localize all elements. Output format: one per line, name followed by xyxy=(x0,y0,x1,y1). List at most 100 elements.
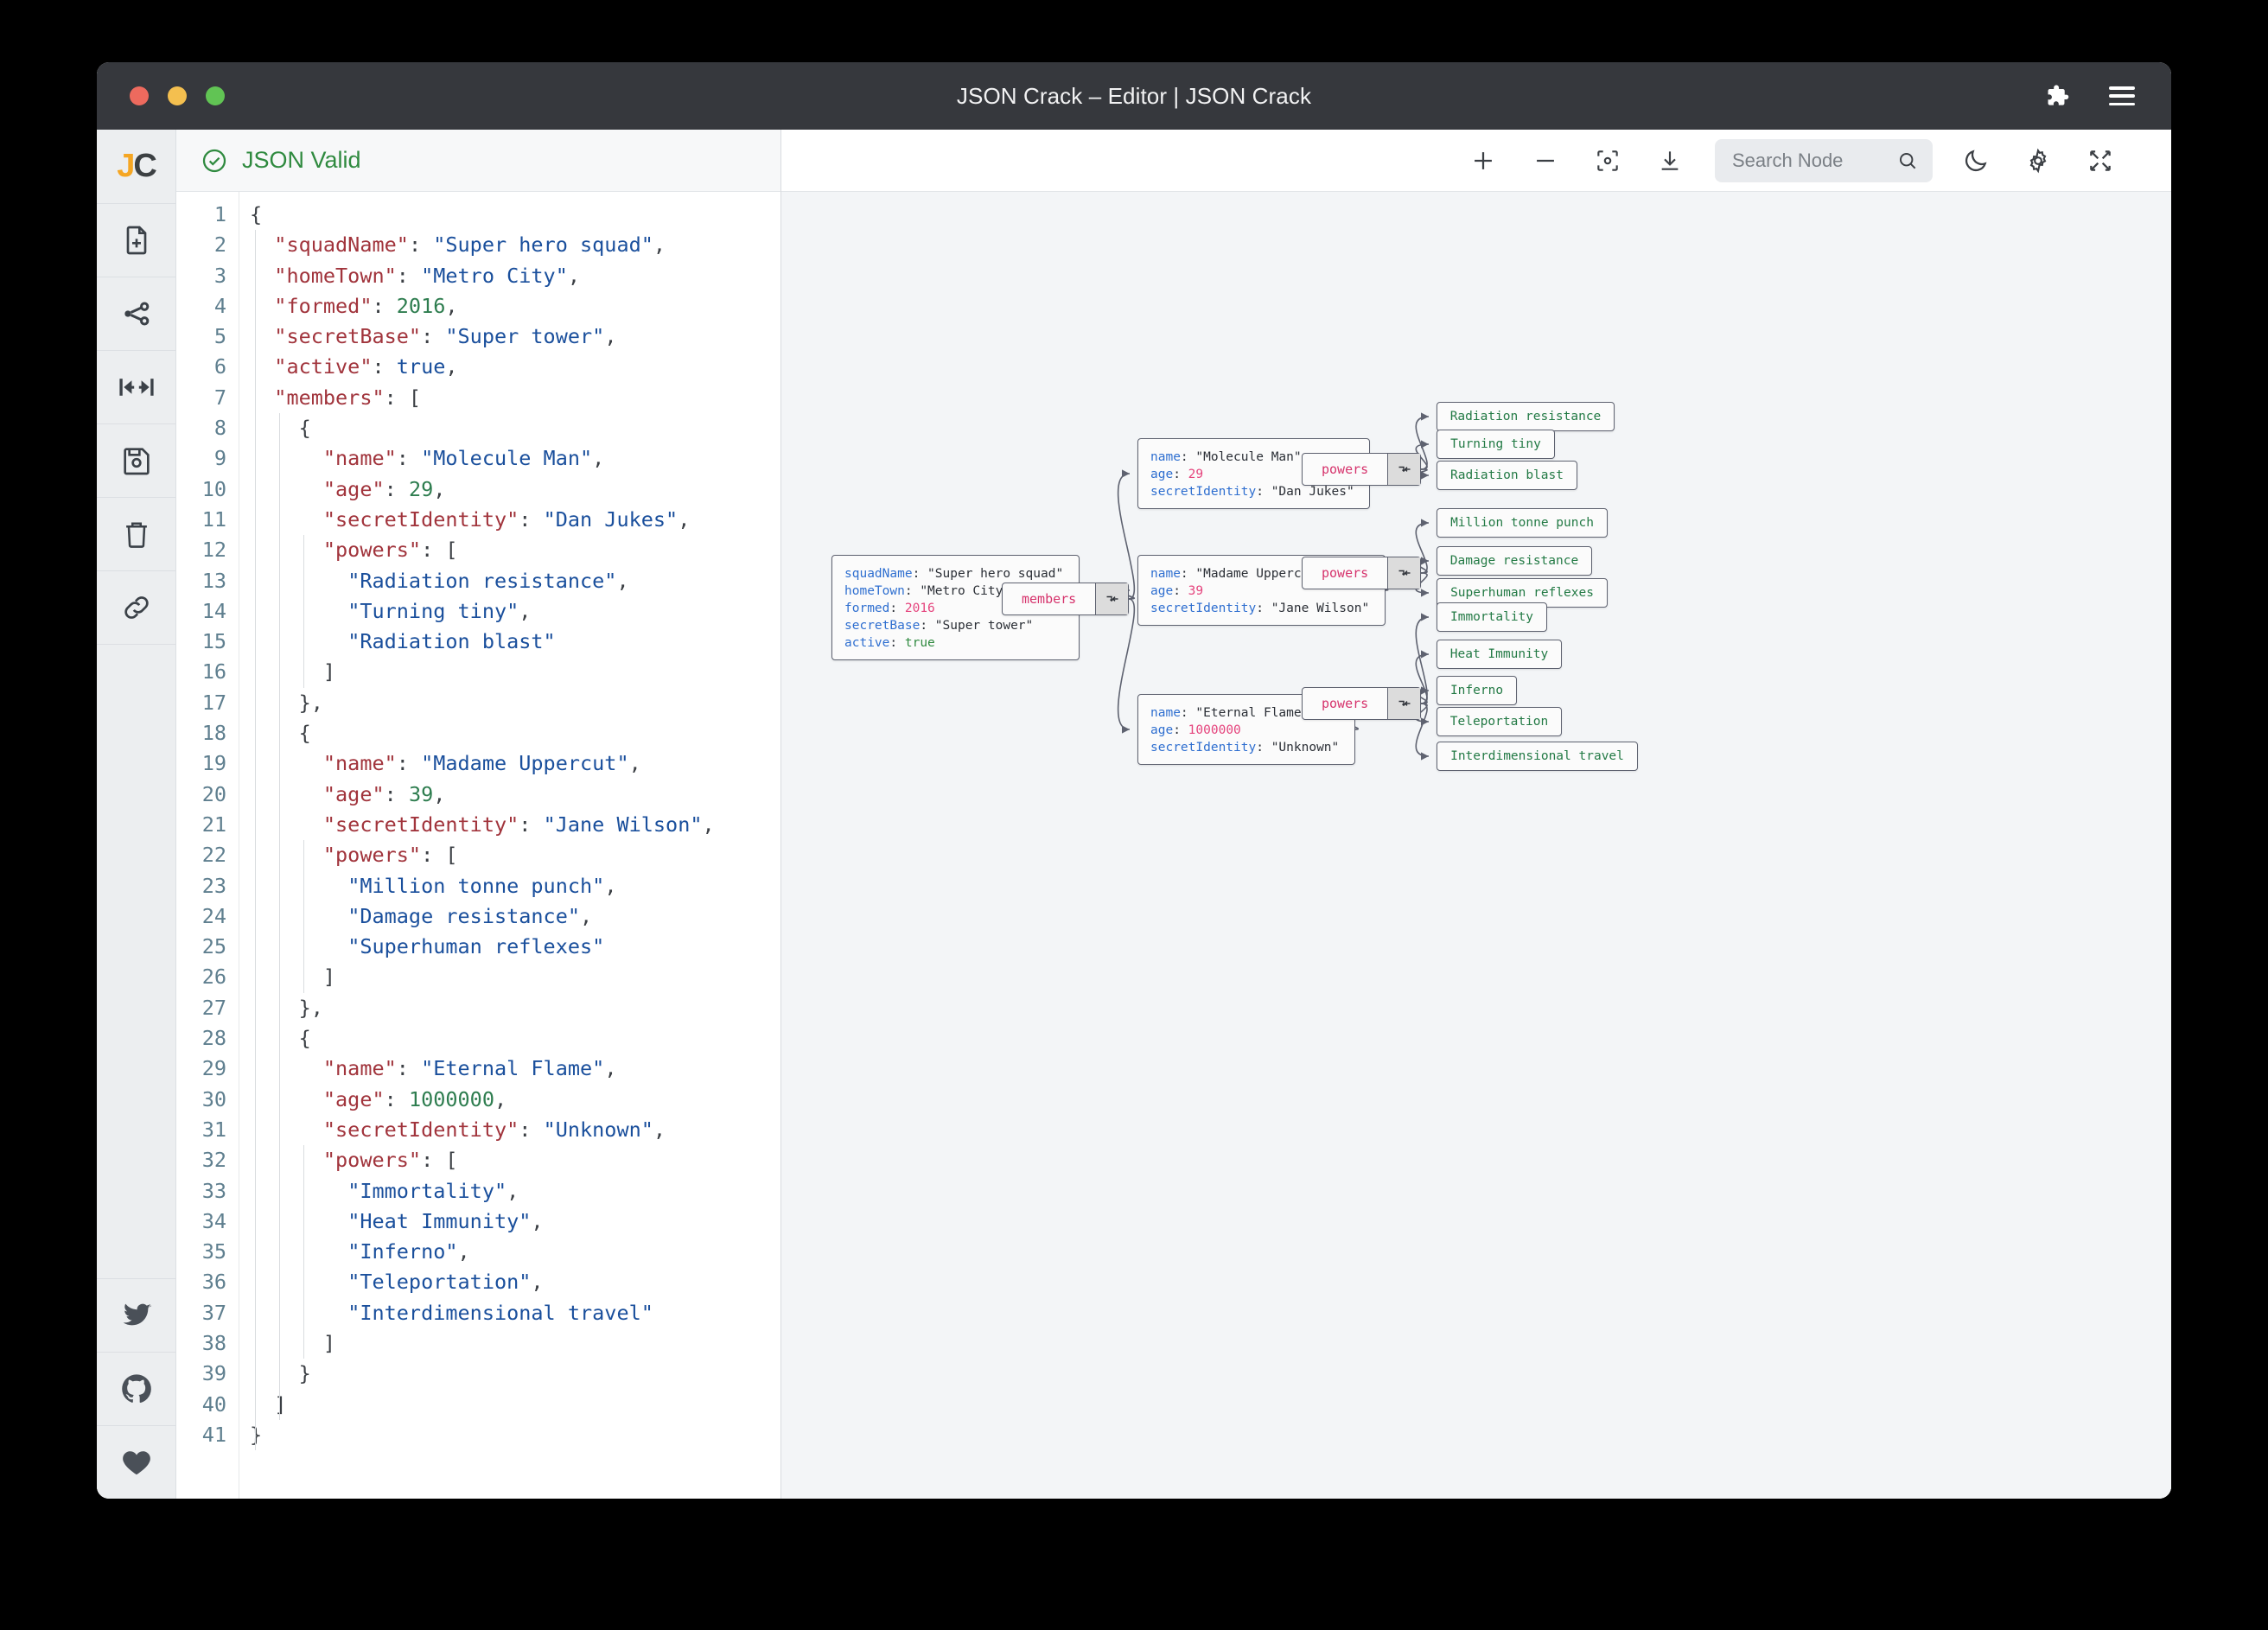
graph-node-power-2-3[interactable]: Teleportation xyxy=(1437,707,1562,736)
code-line[interactable]: "powers": [ xyxy=(250,840,780,870)
node-value: "Molecule Man" xyxy=(1195,450,1302,464)
search-input[interactable] xyxy=(1730,148,1890,173)
code-line[interactable]: "secretIdentity": "Unknown", xyxy=(250,1115,780,1145)
code-line[interactable]: "homeTown": "Metro City", xyxy=(250,261,780,291)
sidebar-item-github[interactable] xyxy=(97,1352,176,1425)
code-line[interactable]: "squadName": "Super hero squad", xyxy=(250,230,780,260)
sidebar-item-sponsor[interactable] xyxy=(97,1425,176,1499)
code-token: "powers" xyxy=(322,843,422,868)
code-line[interactable]: "members": [ xyxy=(250,383,780,413)
code-line[interactable]: { xyxy=(250,413,780,443)
code-line[interactable]: "Turning tiny", xyxy=(250,596,780,627)
sidebar-item-link[interactable] xyxy=(97,571,176,645)
code-line[interactable]: ] xyxy=(250,962,780,992)
code-line[interactable]: "Radiation blast" xyxy=(250,627,780,657)
code-line[interactable]: "Interdimensional travel" xyxy=(250,1298,780,1328)
code-line[interactable]: "age": 29, xyxy=(250,474,780,505)
code-line[interactable]: "secretIdentity": "Jane Wilson", xyxy=(250,810,780,840)
graph-node-members[interactable]: members xyxy=(1002,583,1129,615)
code-content[interactable]: { "squadName": "Super hero squad", "home… xyxy=(239,192,780,1499)
close-button[interactable] xyxy=(130,86,149,105)
code-line[interactable]: "secretIdentity": "Dan Jukes", xyxy=(250,505,780,535)
puzzle-icon[interactable] xyxy=(2042,81,2071,111)
sidebar-item-twitter[interactable] xyxy=(97,1278,176,1352)
graph-node-power-0-0[interactable]: Radiation resistance xyxy=(1437,402,1615,431)
graph-node-power-2-4[interactable]: Interdimensional travel xyxy=(1437,742,1638,771)
code-line[interactable]: "formed": 2016, xyxy=(250,291,780,322)
code-line[interactable]: "Teleportation", xyxy=(250,1267,780,1297)
code-line[interactable]: }, xyxy=(250,688,780,718)
graph-node-power-2-2[interactable]: Inferno xyxy=(1437,676,1517,705)
collapse-arrow-icon[interactable] xyxy=(1387,557,1420,589)
graph-node-power-0-1[interactable]: Turning tiny xyxy=(1437,430,1555,459)
code-token: "name" xyxy=(322,1056,397,1081)
collapse-arrow-icon[interactable] xyxy=(1387,454,1420,485)
fullscreen-button[interactable] xyxy=(2069,139,2131,182)
code-line[interactable]: ] xyxy=(250,657,780,687)
code-line[interactable]: "Heat Immunity", xyxy=(250,1207,780,1237)
indent-guide xyxy=(303,1145,304,1359)
code-line[interactable]: { xyxy=(250,200,780,230)
hamburger-menu-icon[interactable] xyxy=(2107,81,2137,111)
code-line[interactable]: { xyxy=(250,718,780,748)
magnifier-icon[interactable] xyxy=(1896,150,1919,172)
leaf-node-label: Turning tiny xyxy=(1450,437,1541,451)
code-line[interactable]: "age": 1000000, xyxy=(250,1085,780,1115)
sidebar-item-new-file[interactable] xyxy=(97,204,176,277)
code-line[interactable]: "powers": [ xyxy=(250,535,780,565)
sidebar-item-save[interactable] xyxy=(97,424,176,498)
minimize-button[interactable] xyxy=(168,86,187,105)
graph-node-power-1-1[interactable]: Damage resistance xyxy=(1437,546,1592,576)
code-line[interactable]: "name": "Molecule Man", xyxy=(250,443,780,474)
node-key: name xyxy=(1150,567,1181,581)
download-button[interactable] xyxy=(1639,139,1701,182)
code-line[interactable]: "Immortality", xyxy=(250,1176,780,1207)
sidebar-item-delete[interactable] xyxy=(97,498,176,571)
code-line[interactable]: "name": "Eternal Flame", xyxy=(250,1054,780,1084)
graph-node-powers-1[interactable]: powers xyxy=(1302,557,1421,589)
graph-node-powers-2[interactable]: powers xyxy=(1302,687,1421,720)
code-line[interactable]: "age": 39, xyxy=(250,780,780,810)
sidebar-item-share[interactable] xyxy=(97,277,176,351)
code-line[interactable]: "Inferno", xyxy=(250,1237,780,1267)
theme-toggle-button[interactable] xyxy=(1945,139,2007,182)
graph-node-powers-0[interactable]: powers xyxy=(1302,453,1421,486)
code-line[interactable]: "secretBase": "Super tower", xyxy=(250,322,780,352)
code-line[interactable]: "Superhuman reflexes" xyxy=(250,932,780,962)
settings-button[interactable] xyxy=(2007,139,2069,182)
zoom-out-button[interactable] xyxy=(1514,139,1577,182)
code-line[interactable]: } xyxy=(250,1420,780,1450)
code-line[interactable]: "active": true, xyxy=(250,352,780,382)
maximize-button[interactable] xyxy=(206,86,225,105)
code-token: "secretIdentity" xyxy=(322,812,519,837)
sidebar-item-collapse[interactable] xyxy=(97,351,176,424)
line-number: 26 xyxy=(201,965,226,990)
graph-canvas[interactable]: squadName: "Super hero squad"homeTown: "… xyxy=(781,192,2171,1499)
code-line[interactable]: ] xyxy=(250,1390,780,1420)
edge-arrowhead xyxy=(1421,752,1429,761)
code-line[interactable]: }, xyxy=(250,993,780,1023)
code-token: 2016 xyxy=(396,293,446,318)
code-line[interactable]: "Million tonne punch", xyxy=(250,871,780,901)
collapse-arrow-icon[interactable] xyxy=(1387,688,1420,719)
graph-node-power-0-2[interactable]: Radiation blast xyxy=(1437,461,1577,490)
code-line[interactable]: "name": "Madame Uppercut", xyxy=(250,748,780,779)
code-line[interactable]: ] xyxy=(250,1328,780,1359)
code-line[interactable]: "Radiation resistance", xyxy=(250,566,780,596)
center-view-button[interactable] xyxy=(1577,139,1639,182)
graph-node-power-1-0[interactable]: Million tonne punch xyxy=(1437,508,1608,538)
graph-node-power-2-1[interactable]: Heat Immunity xyxy=(1437,640,1562,669)
code-line[interactable]: { xyxy=(250,1023,780,1054)
collapse-arrow-icon[interactable] xyxy=(1095,583,1128,614)
graph-node-power-2-0[interactable]: Immortality xyxy=(1437,602,1547,632)
code-line[interactable]: "powers": [ xyxy=(250,1145,780,1175)
zoom-in-button[interactable] xyxy=(1452,139,1514,182)
line-number: 7 xyxy=(213,385,226,410)
search-node-box[interactable] xyxy=(1715,138,1933,182)
code-line[interactable]: } xyxy=(250,1359,780,1389)
code-line[interactable]: "Damage resistance", xyxy=(250,901,780,932)
